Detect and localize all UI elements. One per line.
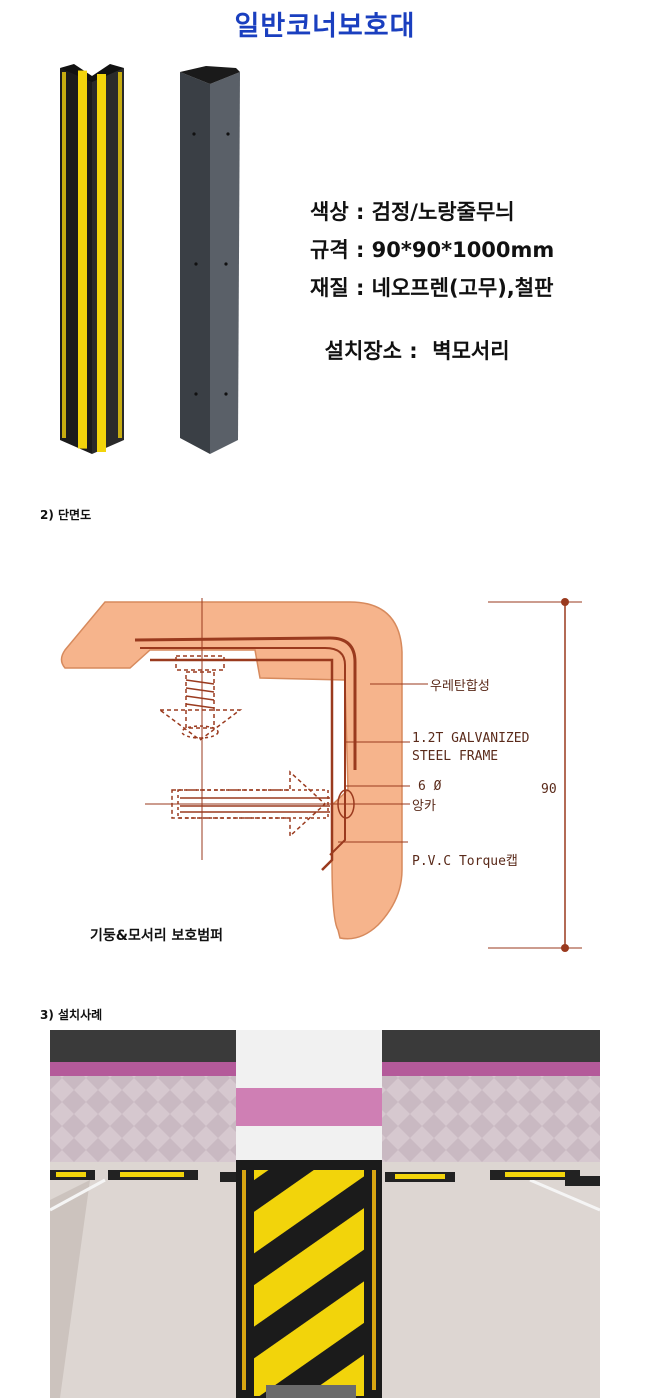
label-material: 우레탄합성 — [430, 679, 490, 694]
spec-material: 재질 : 네오프렌(고무),철판 — [310, 276, 554, 300]
product-image-striped — [60, 64, 124, 454]
section-heading-install-example: 3) 설치사례 — [40, 1008, 103, 1022]
label-frame-1: 1.2T GALVANIZED — [412, 731, 530, 746]
spec-size: 규격 : 90*90*1000mm — [310, 238, 555, 262]
cross-section-diagram: 우레탄합성 1.2T GALVANIZED STEEL FRAME 6 Ø 앙카… — [60, 598, 582, 952]
installation-photo — [50, 1030, 600, 1398]
page-title: 일반코너보호대 — [234, 11, 416, 42]
spec-color: 색상 : 검정/노랑줄무늬 — [310, 200, 515, 224]
label-dimension: 90 — [541, 782, 557, 797]
label-bolt: 6 Ø — [418, 779, 442, 794]
spec-location: 설치장소 : 벽모서리 — [324, 339, 510, 363]
label-cap: P.V.C Torque캡 — [412, 854, 518, 869]
bumper-profile — [60, 601, 403, 940]
diagram-caption: 기둥&모서리 보호범퍼 — [90, 928, 223, 944]
section-heading-cross-section: 2) 단면도 — [40, 508, 92, 522]
product-image-black — [180, 66, 240, 454]
label-frame-2: STEEL FRAME — [412, 749, 498, 764]
label-anchor: 앙카 — [412, 799, 436, 814]
